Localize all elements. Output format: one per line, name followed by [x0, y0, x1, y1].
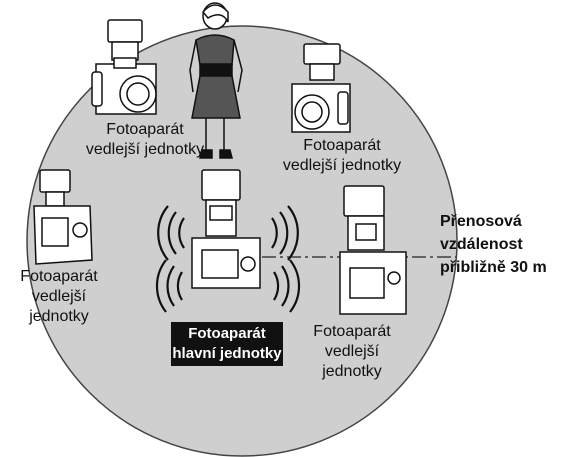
master-label-box: Fotoaparát hlavní jednotky [171, 322, 283, 366]
remote-left-label: Fotoaparát vedlejší jednotky [20, 268, 98, 325]
camera-flash-icon [33, 169, 93, 265]
master-label: Fotoaparát hlavní jednotky [172, 325, 282, 362]
remote-top-right-label: Fotoaparát vedlejší jednotky [282, 137, 402, 174]
camera-flash-icon [291, 43, 351, 133]
person-icon [189, 2, 243, 159]
range-label: Přenosová vzdálenost přibližně 30 m [440, 213, 547, 276]
remote-top-left-label: Fotoaparát vedlejší jednotky [85, 121, 205, 158]
camera-flash-icon [339, 185, 407, 315]
signal-waves-icon [155, 205, 301, 313]
camera-flash-icon [91, 19, 157, 115]
remote-bottom-right-label: Fotoaparát vedlejší jednotky [313, 323, 391, 380]
camera-flash-icon [191, 169, 261, 289]
